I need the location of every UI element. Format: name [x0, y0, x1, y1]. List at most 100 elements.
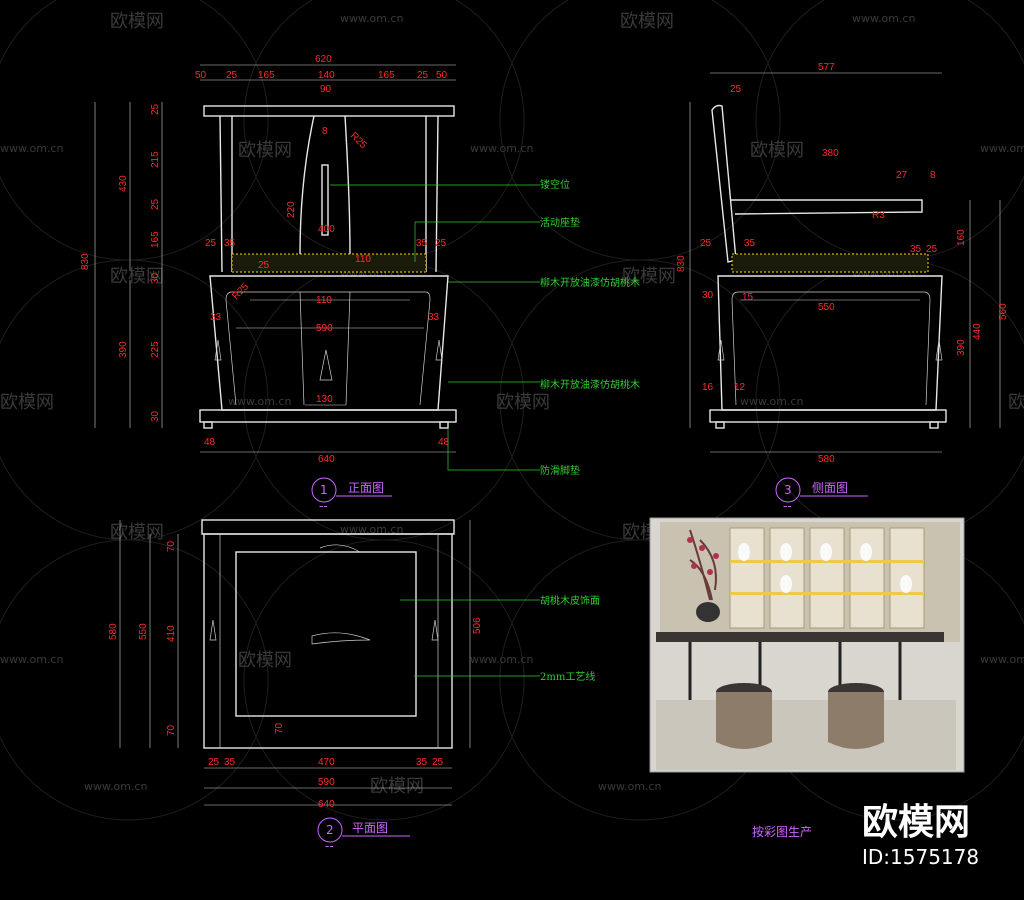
dimension-label: 165 [150, 231, 161, 248]
side-seat-cushion [731, 253, 929, 273]
dimension-label: 410 [166, 625, 177, 642]
watermark-site: www.om.cn [340, 12, 403, 25]
watermark-logo: 欧模网 [750, 140, 804, 161]
dimension-label: 590 [316, 323, 333, 334]
dimension-label: 580 [108, 623, 119, 640]
dimension-label: 33 [428, 312, 440, 323]
brand-id: ID:1575178 [862, 845, 979, 869]
dimension-label: 110 [355, 254, 371, 265]
side-view: 577 25 380 27 8 R3 160 25 35 35 25 830 3… [676, 62, 1009, 513]
watermark-logo: 欧模网 [110, 522, 164, 543]
dimension-label: R25 [348, 130, 369, 151]
watermark-site: www.om.cn [0, 142, 63, 155]
dimension-label: 25 [730, 84, 742, 95]
dimension-label: 400 [318, 224, 335, 235]
dimension-label: 27 [896, 170, 908, 181]
plan-view-title: 平面图 [352, 821, 388, 835]
svg-text:--: -- [319, 499, 328, 513]
dimension-label: 25 [926, 244, 938, 255]
dimension-label: 70 [274, 722, 285, 734]
dimension-label: 25 [435, 238, 447, 249]
svg-text:--: -- [783, 499, 792, 513]
dimension-label: 580 [818, 454, 835, 465]
dimension-label: 70 [166, 724, 177, 736]
dimension-label: 30 [702, 290, 714, 301]
dimension-label: 640 [318, 799, 335, 810]
dimension-label: 506 [472, 617, 483, 634]
front-view-title: 正面图 [348, 481, 384, 495]
dimension-label: 440 [972, 323, 983, 340]
watermark-logo: 欧模网 [238, 140, 292, 161]
note-groove: 2mm工艺线 [540, 670, 595, 683]
dimension-label: 35 [744, 238, 756, 249]
dimension-label: 390 [118, 341, 129, 358]
dimension-label: 25 [258, 260, 270, 271]
front-splat [299, 115, 351, 256]
dimension-label: 140 [318, 70, 335, 81]
dimension-label: 30 [150, 410, 161, 422]
dimension-label: 8 [930, 170, 936, 181]
svg-text:--: -- [325, 839, 334, 853]
watermark-site: www.om.cn [740, 395, 803, 408]
watermark-site: www.om.cn [340, 523, 403, 536]
watermark-logo: 欧模网 [110, 266, 164, 287]
reference-photo: 按彩图生产 [649, 517, 965, 839]
dimension-label: 470 [318, 757, 335, 768]
dimension-label: 35 [224, 238, 236, 249]
photo-caption: 按彩图生产 [752, 825, 812, 839]
note-veneer: 胡桃木皮饰面 [540, 594, 600, 607]
dimension-label: 430 [118, 175, 129, 192]
note-wood-2: 柳木开放油漆仿胡桃木 [540, 378, 640, 391]
dimension-label: 620 [315, 54, 332, 65]
watermark-site: www.om.cn [980, 653, 1024, 666]
note-foot-pad: 防滑脚垫 [540, 464, 580, 477]
dimension-label: 70 [166, 540, 177, 552]
plan-seat-panel [235, 551, 417, 717]
dimension-label: 390 [956, 339, 967, 356]
watermark-logo: 欧模网 [622, 266, 676, 287]
plan-view: 580 550 70 410 70 506 70 25 35 470 35 25… [108, 519, 600, 853]
dimension-label: 220 [286, 201, 297, 218]
dimension-label: 30 [150, 272, 161, 284]
dimension-label: 25 [205, 238, 217, 249]
watermark-logo: 欧模网 [1008, 392, 1024, 413]
dimension-label: 35 [416, 757, 428, 768]
plan-view-number: 2 [326, 823, 334, 837]
watermark-logo: 欧模网 [620, 11, 674, 32]
dimension-label: 640 [318, 454, 335, 465]
dimension-label: 577 [818, 62, 835, 73]
dimension-label: 15 [742, 292, 754, 303]
dimension-label: 160 [956, 229, 967, 246]
dimension-label: 560 [998, 303, 1009, 320]
dimension-label: 130 [316, 394, 333, 405]
watermark-logo: 欧模网 [370, 776, 424, 797]
dimension-label: 12 [734, 382, 746, 393]
watermark-logo: 欧模网 [238, 650, 292, 671]
dimension-label: 550 [818, 302, 835, 313]
dimension-label: 35 [224, 757, 236, 768]
dimension-label: 25 [226, 70, 238, 81]
watermark-site: www.om.cn [0, 653, 63, 666]
dimension-label: 110 [316, 295, 332, 306]
dimension-label: 165 [258, 70, 275, 81]
dimension-label: 50 [195, 70, 207, 81]
dimension-label: 48 [438, 437, 450, 448]
dimension-label: 550 [138, 623, 149, 640]
dimension-label: 830 [676, 255, 687, 272]
front-view-number: 1 [320, 483, 328, 497]
front-seat-cushion [231, 253, 427, 273]
dimension-label: 8 [322, 126, 328, 137]
dimension-label: 33 [210, 312, 222, 323]
watermark-site: www.om.cn [980, 142, 1024, 155]
watermark-logo: 欧模网 [110, 11, 164, 32]
front-view: 620 50 25 165 140 165 25 50 90 830 430 3… [80, 54, 640, 513]
dimension-label: 590 [318, 777, 335, 788]
watermark-site: www.om.cn [470, 653, 533, 666]
note-cushion: 活动座垫 [540, 216, 580, 229]
dimension-label: R3 [872, 210, 885, 221]
watermark-site: www.om.cn [84, 780, 147, 793]
plan-top-rail [201, 519, 455, 535]
front-top-rail [203, 105, 455, 117]
dimension-label: 225 [150, 341, 161, 358]
